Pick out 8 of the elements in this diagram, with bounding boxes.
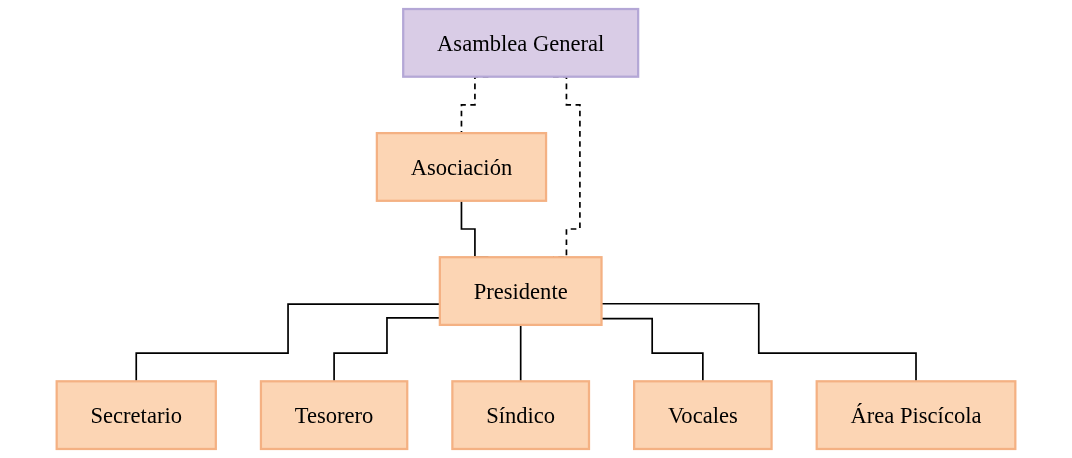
node-box: Asociación [375, 132, 548, 202]
node-box: Asamblea General [402, 7, 640, 78]
node-box: Secretario [55, 380, 217, 451]
node-box: Síndico [451, 380, 591, 451]
node-box: Área Piscícola [815, 380, 1017, 451]
node-box: Tesorero [259, 380, 409, 451]
node-box: Presidente [438, 256, 603, 326]
node-box: Vocales [633, 380, 773, 451]
